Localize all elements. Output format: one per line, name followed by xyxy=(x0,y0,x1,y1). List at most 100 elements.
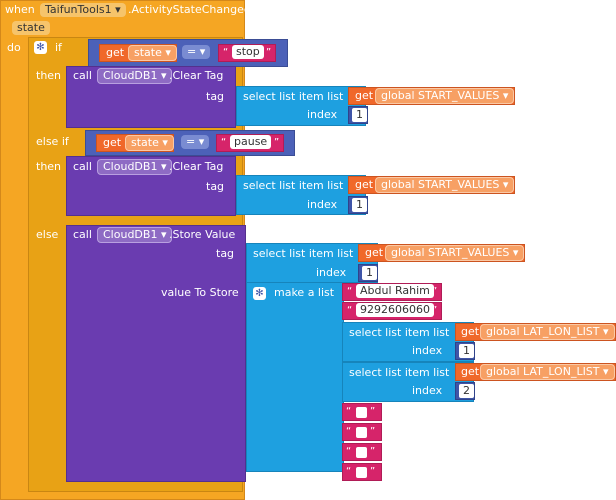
tag-label: tag xyxy=(206,180,225,193)
call-label: call xyxy=(73,228,92,241)
index-label: index xyxy=(316,266,347,279)
gear-icon[interactable]: ✻ xyxy=(253,286,266,300)
clouddb-name: CloudDB1 xyxy=(103,228,158,241)
get-label: get xyxy=(365,246,384,259)
quote-icon: “ xyxy=(221,137,227,148)
clouddb-dropdown-2[interactable]: CloudDB1 ▾ xyxy=(97,159,173,175)
stop-value[interactable]: stop xyxy=(232,45,264,59)
dropdown-arrow-icon: ▾ xyxy=(512,246,519,259)
global-var-name: global START_VALUES xyxy=(381,178,500,191)
tag-label: tag xyxy=(206,90,225,103)
empty-text-field[interactable] xyxy=(356,427,367,438)
clouddb-dropdown-3[interactable]: CloudDB1 ▾ xyxy=(97,227,173,243)
select-list-item-block-a[interactable] xyxy=(342,322,474,362)
get-label: get xyxy=(355,89,374,102)
dropdown-arrow-icon: ▾ xyxy=(160,160,167,173)
index-value[interactable]: 1 xyxy=(362,266,377,280)
operator-dropdown-2[interactable]: = ▾ xyxy=(181,135,210,149)
get-label: get xyxy=(461,365,480,378)
clouddb-name: CloudDB1 xyxy=(103,160,158,173)
empty-text-field[interactable] xyxy=(356,447,367,458)
quote-icon: “ xyxy=(346,426,352,437)
global-var-dropdown[interactable]: global START_VALUES ▾ xyxy=(375,177,515,193)
index-value[interactable]: 1 xyxy=(352,108,367,122)
make-a-list-block[interactable] xyxy=(246,282,344,472)
event-name: .ActivityStateChanged xyxy=(128,3,251,16)
quote-icon: ” xyxy=(370,466,376,477)
quote-icon: ” xyxy=(274,137,280,148)
quote-icon: “ xyxy=(346,446,352,457)
index-value[interactable]: 2 xyxy=(459,384,474,398)
select-list-item-label: select list item list xyxy=(253,247,354,260)
index-label: index xyxy=(412,384,443,397)
index-label: index xyxy=(412,344,443,357)
quote-icon: “ xyxy=(347,305,353,316)
param-state[interactable]: state xyxy=(12,21,50,35)
component-dropdown[interactable]: TaifunTools1 ▾ xyxy=(40,3,126,17)
then-label-2: then xyxy=(36,160,62,173)
store-value-method: .Store Value xyxy=(169,228,236,241)
state-var-dropdown[interactable]: state ▾ xyxy=(128,45,177,61)
index-value[interactable]: 1 xyxy=(459,344,474,358)
state-var-dropdown-2[interactable]: state ▾ xyxy=(125,135,174,151)
quote-icon: “ xyxy=(347,286,353,297)
operator-dropdown[interactable]: = ▾ xyxy=(182,45,211,59)
value-to-store-label: value To Store xyxy=(161,286,239,299)
select-list-item-label: select list item list xyxy=(243,179,344,192)
operator-symbol: = xyxy=(187,45,197,58)
quote-icon: ” xyxy=(266,47,272,58)
dropdown-arrow-icon: ▾ xyxy=(160,69,167,82)
select-list-item-block-b[interactable] xyxy=(342,362,474,402)
do-label: do xyxy=(7,41,21,54)
empty-text-field[interactable] xyxy=(356,407,367,418)
pause-value[interactable]: pause xyxy=(230,135,272,149)
dropdown-arrow-icon: ▾ xyxy=(115,3,121,16)
select-list-item-label: select list item list xyxy=(349,366,450,379)
global-var-dropdown[interactable]: global START_VALUES ▾ xyxy=(385,245,525,261)
when-label: when xyxy=(5,3,35,16)
index-value[interactable]: 1 xyxy=(352,198,367,212)
global-var-dropdown[interactable]: global LAT_LON_LIST ▾ xyxy=(480,324,615,340)
quote-icon: ” xyxy=(370,446,376,457)
dropdown-arrow-icon: ▾ xyxy=(603,365,609,378)
clouddb-dropdown-1[interactable]: CloudDB1 ▾ xyxy=(97,68,173,84)
empty-text-field[interactable] xyxy=(356,467,367,478)
global-var-name: global START_VALUES xyxy=(391,246,510,259)
phone-value[interactable]: 9292606060 xyxy=(356,303,434,317)
dropdown-arrow-icon: ▾ xyxy=(162,136,168,149)
get-label: get xyxy=(103,136,122,149)
quote-icon: ” xyxy=(370,426,376,437)
store-value-block[interactable] xyxy=(66,225,246,482)
gear-icon[interactable]: ✻ xyxy=(34,40,47,54)
clear-tag-method: .Clear Tag xyxy=(169,69,224,82)
index-label: index xyxy=(307,198,338,211)
clouddb-name: CloudDB1 xyxy=(103,69,158,82)
else-if-label: else if xyxy=(36,135,69,148)
dropdown-arrow-icon: ▾ xyxy=(502,178,509,191)
dropdown-arrow-icon: ▾ xyxy=(502,89,509,102)
select-list-item-block-2[interactable] xyxy=(236,175,366,215)
get-label: get xyxy=(461,325,480,338)
global-var-name: global LAT_LON_LIST xyxy=(486,325,600,338)
select-list-item-block-1[interactable] xyxy=(236,86,366,126)
tag-label: tag xyxy=(216,247,235,260)
global-var-dropdown[interactable]: global LAT_LON_LIST ▾ xyxy=(480,364,615,380)
quote-icon: ” xyxy=(432,286,438,297)
operator-symbol: = xyxy=(186,135,196,148)
select-list-item-block-3[interactable] xyxy=(246,243,378,283)
call-label: call xyxy=(73,69,92,82)
global-var-name: global START_VALUES xyxy=(381,89,500,102)
dropdown-arrow-icon: ▾ xyxy=(199,45,206,58)
dropdown-arrow-icon: ▾ xyxy=(198,135,205,148)
index-label: index xyxy=(307,108,338,121)
quote-icon: “ xyxy=(346,406,352,417)
call-label: call xyxy=(73,160,92,173)
component-name: TaifunTools1 xyxy=(45,3,112,16)
global-var-dropdown[interactable]: global START_VALUES ▾ xyxy=(375,88,515,104)
else-label: else xyxy=(36,228,59,241)
global-var-name: global LAT_LON_LIST xyxy=(486,365,600,378)
then-label-1: then xyxy=(36,69,62,82)
quote-icon: “ xyxy=(346,466,352,477)
make-a-list-label: make a list xyxy=(274,286,335,299)
name-value[interactable]: Abdul Rahim xyxy=(356,284,434,298)
